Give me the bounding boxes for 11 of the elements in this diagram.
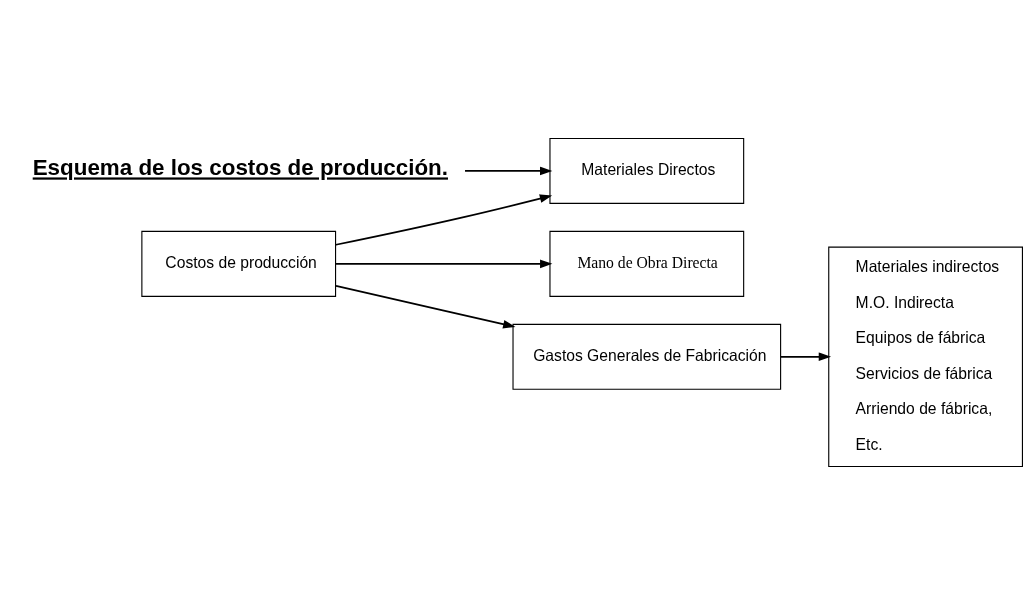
arrow [335, 194, 553, 246]
arrow [780, 352, 832, 362]
node-box: Gastos Generales de Fabricación [512, 323, 782, 390]
node-box: Materiales Directos [549, 137, 745, 204]
arrow [464, 166, 553, 176]
arrow [335, 285, 516, 329]
node-box: Materiales indirectos M.O. Indirecta Equipos de fábrica Servicios de fábrica Arriendo de fábrica, Etc. [828, 246, 1023, 468]
node-box: Costos de producción [141, 230, 337, 297]
arrow [335, 259, 553, 269]
node-box: Mano de Obra Directa [549, 230, 745, 297]
node-text: Esquema de los costos de producción. [32, 155, 448, 181]
